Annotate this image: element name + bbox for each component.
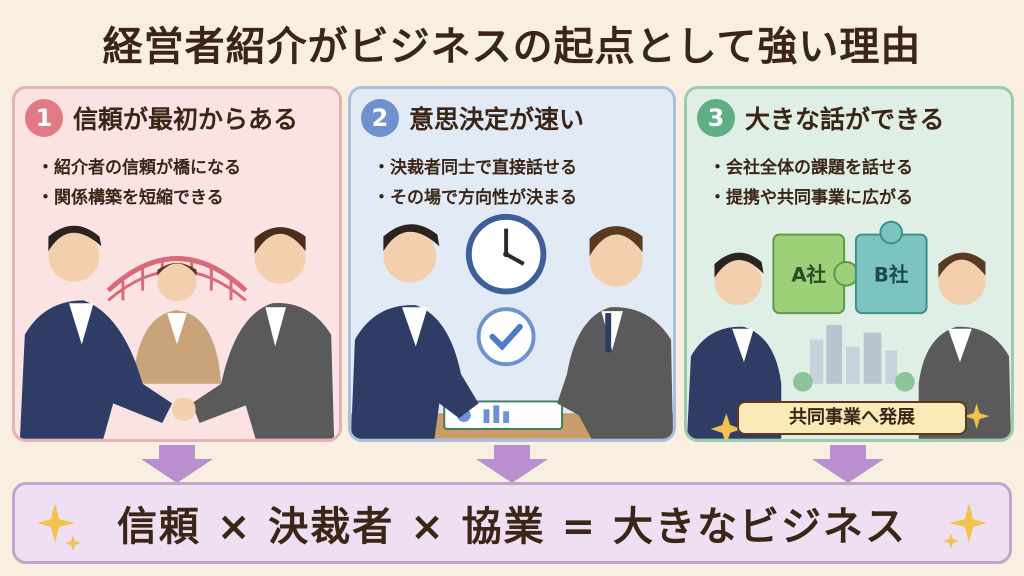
panel-title: 信頼が最初からある: [73, 105, 299, 134]
down-arrow-icon: [476, 445, 548, 483]
bullet-item: 会社全体の課題を話せる: [709, 153, 913, 183]
panel-scale: A社 B社 3 大きな話ができる 会社全体の課題を話せる 提携や共同事業に広がる…: [684, 86, 1014, 442]
checkmark-icon: [476, 307, 536, 367]
bullet-item: 関係構築を短縮できる: [37, 183, 241, 213]
bullet-item: 紹介者の信頼が橋になる: [37, 153, 241, 183]
panel-title: 大きな話ができる: [745, 105, 945, 134]
panel-header: 2 意思決定が速い: [361, 99, 584, 137]
joint-venture-badge: 共同事業へ発展: [737, 401, 967, 435]
puzzle-label-a: A社: [791, 264, 826, 287]
sparkle-icon: [37, 503, 81, 551]
bullet-item: その場で方向性が決まる: [373, 183, 577, 213]
bullet-list: 紹介者の信頼が橋になる 関係構築を短縮できる: [37, 153, 241, 213]
sparkle-icon: [710, 403, 990, 439]
city-skyline: [793, 324, 915, 392]
bullet-list: 会社全体の課題を話せる 提携や共同事業に広がる: [709, 153, 913, 213]
page-title: 経営者紹介がビジネスの起点として強い理由: [102, 24, 922, 70]
panel-speed: 2 意思決定が速い 決裁者同士で直接話せる その場で方向性が決まる: [348, 86, 676, 442]
panel-header: 3 大きな話ができる: [697, 99, 945, 137]
meeting-scene: [351, 213, 673, 439]
bullet-item: 決裁者同士で直接話せる: [373, 153, 577, 183]
puzzle-icon: [772, 220, 928, 315]
puzzle-label-b: B社: [874, 264, 909, 287]
formula-banner: 信頼 × 決裁者 × 協業 = 大きなビジネス: [12, 482, 1012, 564]
bullet-list: 決裁者同士で直接話せる その場で方向性が決まる: [373, 153, 577, 213]
step-number-badge: 3: [697, 99, 735, 137]
down-arrow-icon: [812, 445, 884, 483]
step-number-badge: 1: [25, 99, 63, 137]
down-arrow-icon: [141, 445, 213, 483]
formula-text: 信頼 × 決裁者 × 協業 = 大きなビジネス: [116, 504, 908, 550]
panel-trust: 1 信頼が最初からある 紹介者の信頼が橋になる 関係構築を短縮できる: [12, 86, 342, 442]
bullet-item: 提携や共同事業に広がる: [709, 183, 913, 213]
sparkle-icon: [943, 503, 987, 549]
clock-icon: [465, 213, 547, 295]
panel-header: 1 信頼が最初からある: [25, 99, 298, 137]
step-number-badge: 2: [361, 99, 399, 137]
handshake-scene: [19, 225, 335, 439]
panel-title: 意思決定が速い: [409, 105, 585, 134]
partnership-scene: A社 B社: [687, 220, 1011, 439]
